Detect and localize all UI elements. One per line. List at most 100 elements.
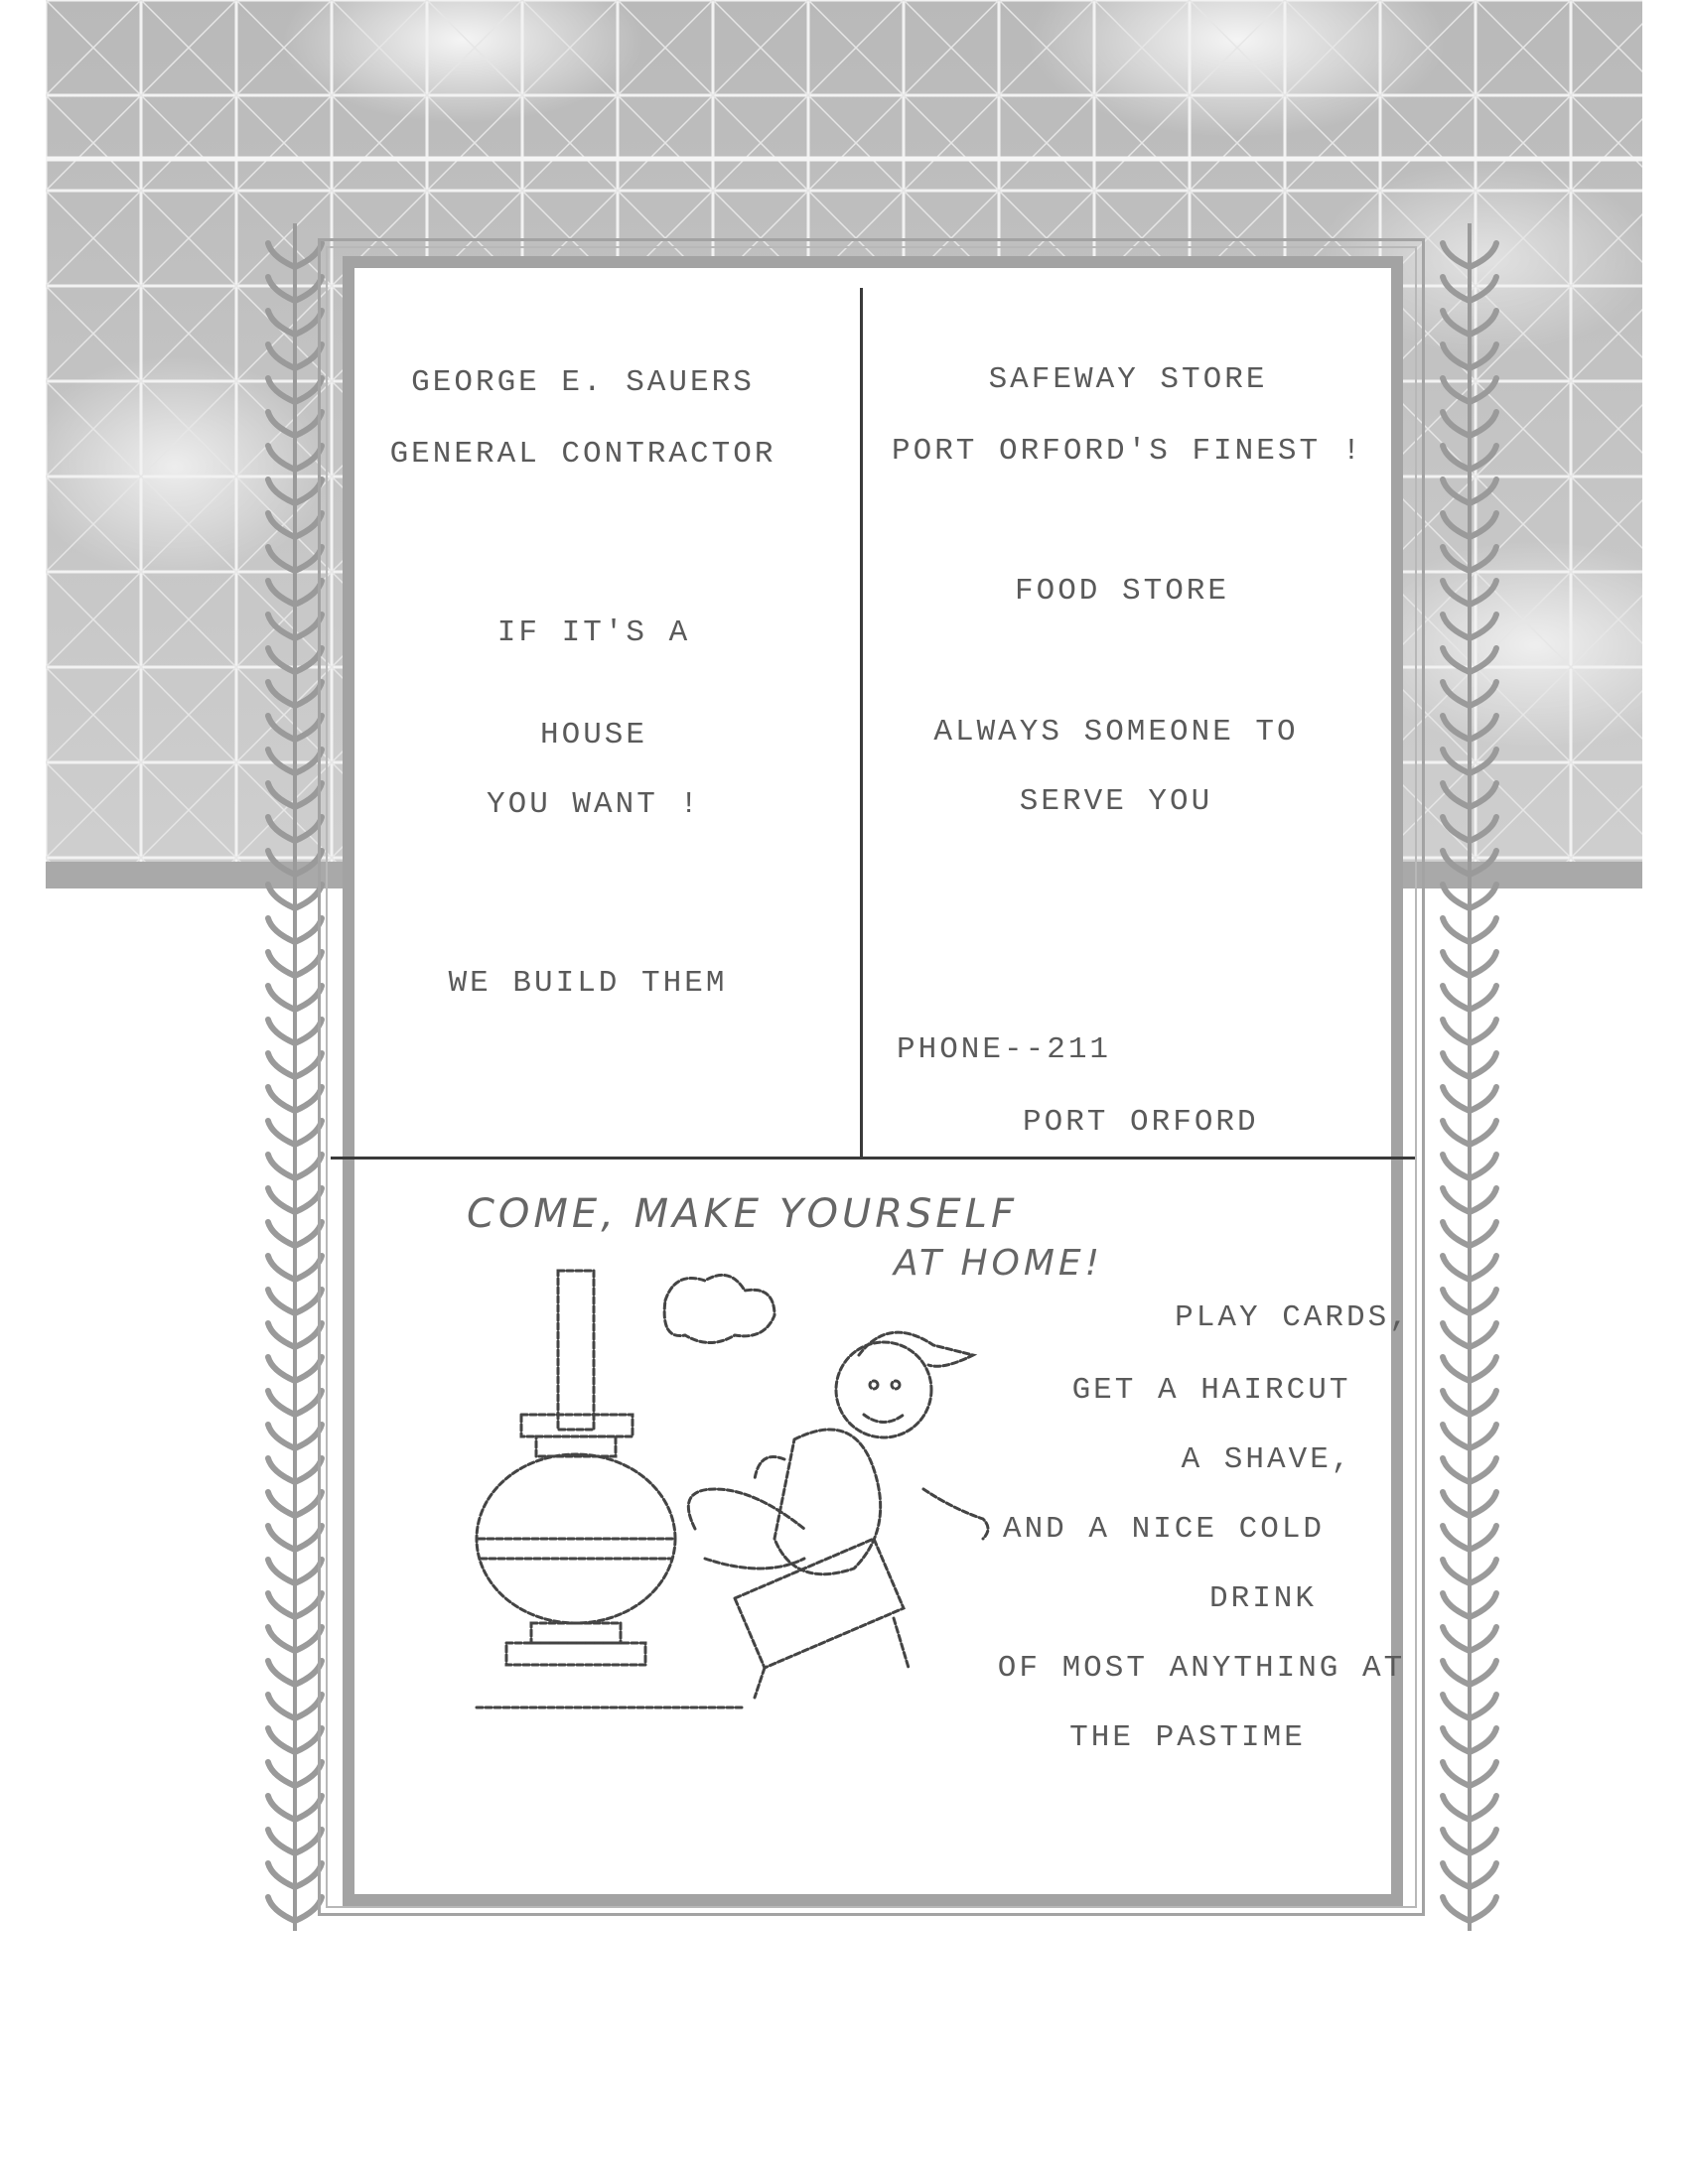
laurel-leaf xyxy=(1467,308,1499,338)
laurel-leaf xyxy=(1467,1118,1499,1148)
laurel-leaf xyxy=(265,1658,298,1688)
laurel-leaf xyxy=(1467,375,1499,405)
laurel-leaf xyxy=(1440,713,1473,743)
laurel-leaf xyxy=(265,713,298,743)
laurel-leaf xyxy=(265,1354,298,1384)
laurel-leaf xyxy=(1440,1388,1473,1418)
laurel-leaf xyxy=(292,1759,325,1789)
laurel-leaf xyxy=(1440,375,1473,405)
contractor-line-3: YOU WANT ! xyxy=(486,787,702,822)
laurel-leaf xyxy=(1467,713,1499,743)
laurel-leaf xyxy=(265,578,298,608)
laurel-leaf xyxy=(1467,1050,1499,1080)
laurel-leaf xyxy=(1440,1725,1473,1755)
laurel-leaf xyxy=(265,1523,298,1553)
store-name: SAFEWAY STORE xyxy=(988,362,1268,397)
laurel-leaf xyxy=(1440,645,1473,675)
laurel-leaf xyxy=(265,1894,298,1924)
laurel-leaf xyxy=(265,612,298,641)
laurel-leaf xyxy=(292,645,325,675)
laurel-leaf xyxy=(1440,949,1473,979)
laurel-leaf xyxy=(292,882,325,911)
laurel-leaf xyxy=(265,1455,298,1485)
laurel-leaf xyxy=(1467,1084,1499,1114)
laurel-leaf xyxy=(265,1017,298,1046)
laurel-leaf xyxy=(265,1253,298,1283)
laurel-leaf xyxy=(292,1557,325,1586)
laurel-leaf xyxy=(1467,1725,1499,1755)
laurel-leaf xyxy=(1467,1320,1499,1350)
laurel-leaf xyxy=(265,915,298,945)
laurel-leaf xyxy=(1440,544,1473,574)
laurel-leaf xyxy=(265,1725,298,1755)
laurel-leaf xyxy=(292,1084,325,1114)
store-location: PORT ORFORD xyxy=(1023,1105,1259,1140)
pastime-line-3: A SHAVE, xyxy=(1181,1442,1353,1477)
laurel-leaf xyxy=(1467,443,1499,473)
laurel-leaf xyxy=(292,1253,325,1283)
laurel-leaf xyxy=(265,1185,298,1215)
store-line-3: SERVE YOU xyxy=(1019,784,1213,819)
laurel-leaf xyxy=(292,1455,325,1485)
laurel-leaf xyxy=(292,240,325,270)
laurel-leaf xyxy=(292,1860,325,1890)
laurel-leaf xyxy=(1440,1219,1473,1249)
laurel-leaf xyxy=(1467,1152,1499,1181)
laurel-leaf xyxy=(1440,1692,1473,1721)
vertical-divider xyxy=(860,288,863,1157)
laurel-leaf xyxy=(1467,1894,1499,1924)
laurel-leaf xyxy=(292,409,325,439)
man-by-stove-cartoon-icon xyxy=(475,1269,990,1709)
laurel-leaf xyxy=(1467,949,1499,979)
laurel-leaf xyxy=(265,1827,298,1856)
hand-lettered-headline-2: AT HOME! xyxy=(894,1243,1104,1284)
hand-lettered-headline-1: COME, MAKE YOURSELF xyxy=(467,1191,1018,1237)
contractor-line-4: WE BUILD THEM xyxy=(448,966,728,1001)
laurel-leaf xyxy=(1440,510,1473,540)
laurel-leaf xyxy=(292,1320,325,1350)
laurel-leaf xyxy=(1467,1219,1499,1249)
laurel-leaf xyxy=(1440,915,1473,945)
laurel-leaf xyxy=(1467,1557,1499,1586)
laurel-leaf xyxy=(265,949,298,979)
laurel-leaf xyxy=(1440,983,1473,1013)
pastime-line-6: OF MOST ANYTHING AT xyxy=(997,1651,1406,1686)
laurel-leaf xyxy=(1467,1624,1499,1654)
laurel-leaf xyxy=(292,1422,325,1451)
laurel-leaf xyxy=(1440,1860,1473,1890)
laurel-leaf xyxy=(1440,1050,1473,1080)
laurel-leaf xyxy=(1440,477,1473,506)
laurel-leaf xyxy=(1440,1152,1473,1181)
laurel-leaf xyxy=(1440,1894,1473,1924)
laurel-leaf xyxy=(265,645,298,675)
laurel-leaf xyxy=(265,1287,298,1316)
laurel-leaf xyxy=(1440,848,1473,878)
laurel-leaf xyxy=(1467,1185,1499,1215)
contractor-name: GEORGE E. SAUERS xyxy=(411,365,755,400)
laurel-leaf xyxy=(292,1692,325,1721)
laurel-leaf xyxy=(1440,1489,1473,1519)
laurel-leaf xyxy=(292,1725,325,1755)
laurel-leaf xyxy=(1440,1658,1473,1688)
laurel-leaf xyxy=(1440,1590,1473,1620)
laurel-leaf xyxy=(1440,578,1473,608)
laurel-leaf xyxy=(292,1827,325,1856)
laurel-leaf xyxy=(292,713,325,743)
laurel-leaf xyxy=(265,1422,298,1451)
laurel-leaf xyxy=(265,1219,298,1249)
laurel-leaf xyxy=(1467,1759,1499,1789)
laurel-leaf xyxy=(292,544,325,574)
laurel-leaf xyxy=(1440,612,1473,641)
laurel-leaf xyxy=(292,1894,325,1924)
laurel-leaf xyxy=(1467,814,1499,844)
laurel-leaf xyxy=(1467,915,1499,945)
laurel-leaf xyxy=(292,1185,325,1215)
laurel-leaf xyxy=(292,1590,325,1620)
pastime-line-5: DRINK xyxy=(1208,1581,1318,1616)
laurel-leaf xyxy=(292,1658,325,1688)
laurel-leaf xyxy=(1467,1590,1499,1620)
laurel-leaf xyxy=(1440,679,1473,709)
laurel-leaf xyxy=(292,1624,325,1654)
contractor-title: GENERAL CONTRACTOR xyxy=(389,437,776,472)
laurel-leaf xyxy=(1467,341,1499,371)
